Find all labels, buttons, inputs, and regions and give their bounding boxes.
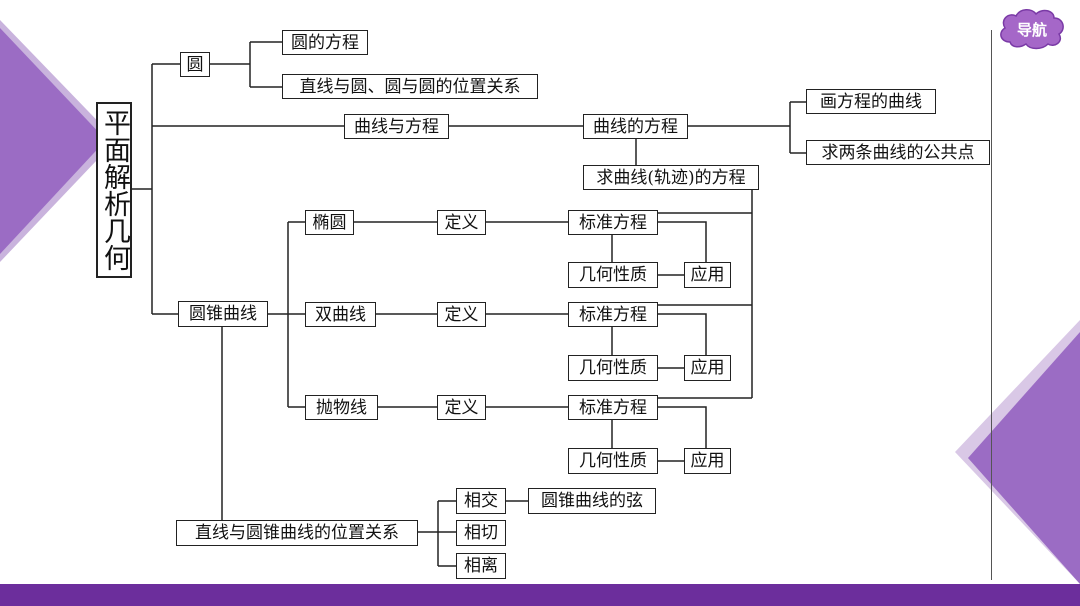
hyperbola-standard-equation-node: 标准方程 xyxy=(568,302,658,327)
ellipse-definition-node: 定义 xyxy=(437,210,486,235)
cloud-badge-icon xyxy=(1000,9,1064,50)
parabola-geometric-property-node: 几何性质 xyxy=(568,448,658,474)
curve-equation-node: 曲线的方程 xyxy=(583,114,688,139)
ellipse-standard-equation-node: 标准方程 xyxy=(568,210,658,235)
tangent-node: 相切 xyxy=(456,520,506,546)
right-inner-triangle xyxy=(968,332,1080,584)
curve-and-equation-node: 曲线与方程 xyxy=(344,114,449,139)
root-node: 平面解析几何 xyxy=(96,102,132,278)
line-conic-relation-node: 直线与圆锥曲线的位置关系 xyxy=(176,520,418,546)
hyperbola-application-node: 应用 xyxy=(684,355,731,381)
parabola-node: 抛物线 xyxy=(305,395,378,420)
chord-node: 圆锥曲线的弦 xyxy=(528,488,656,514)
nav-button[interactable]: 导航 xyxy=(996,6,1068,52)
hyperbola-definition-node: 定义 xyxy=(437,302,486,327)
ellipse-node: 椭圆 xyxy=(305,210,354,235)
circle-equation-node: 圆的方程 xyxy=(282,30,368,55)
parabola-definition-node: 定义 xyxy=(437,395,486,420)
hyperbola-node: 双曲线 xyxy=(305,302,376,327)
hyperbola-geometric-property-node: 几何性质 xyxy=(568,355,658,381)
intersect-node: 相交 xyxy=(456,488,506,514)
right-divider xyxy=(991,30,992,580)
separate-node: 相离 xyxy=(456,553,506,579)
common-points-node: 求两条曲线的公共点 xyxy=(806,140,990,165)
parabola-application-node: 应用 xyxy=(684,448,731,474)
trajectory-equation-node: 求曲线(轨迹)的方程 xyxy=(583,165,759,190)
circle-node: 圆 xyxy=(180,52,210,77)
circle-relations-node: 直线与圆、圆与圆的位置关系 xyxy=(282,74,538,99)
parabola-standard-equation-node: 标准方程 xyxy=(568,395,658,420)
left-inner-triangle xyxy=(0,28,106,254)
bottom-bar xyxy=(0,584,1080,606)
ellipse-application-node: 应用 xyxy=(684,262,731,288)
conic-node: 圆锥曲线 xyxy=(178,301,268,327)
ellipse-geometric-property-node: 几何性质 xyxy=(568,262,658,288)
nav-label: 导航 xyxy=(1016,20,1047,39)
draw-curve-node: 画方程的曲线 xyxy=(806,89,936,114)
